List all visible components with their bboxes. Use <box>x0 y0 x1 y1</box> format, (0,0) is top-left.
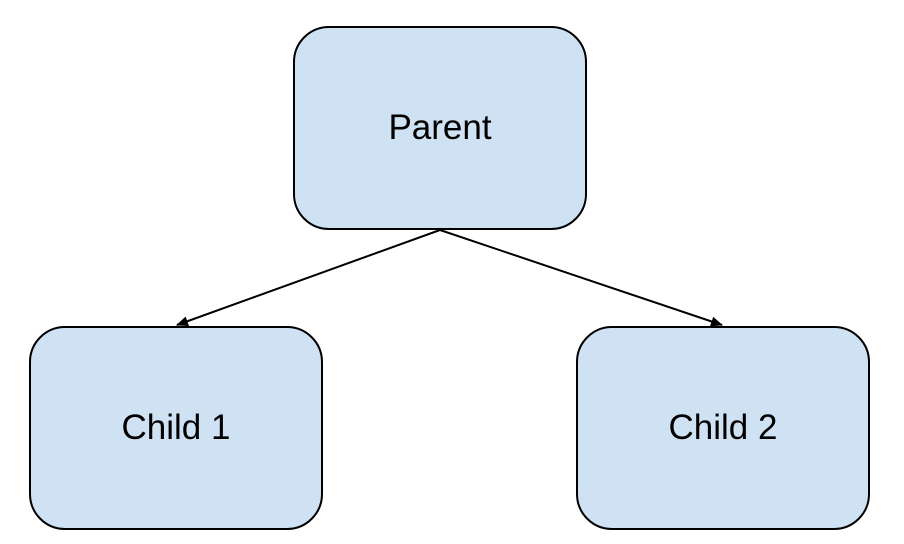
edge-parent-to-child-1 <box>176 229 441 326</box>
edge-parent-to-child-2 <box>439 229 723 327</box>
node-parent: Parent <box>293 26 587 230</box>
node-child-1: Child 1 <box>29 326 323 530</box>
node-parent-label: Parent <box>388 108 492 147</box>
node-child-2: Child 2 <box>576 326 870 530</box>
node-child-1-label: Child 1 <box>121 408 231 447</box>
node-child-2-label: Child 2 <box>668 408 778 447</box>
